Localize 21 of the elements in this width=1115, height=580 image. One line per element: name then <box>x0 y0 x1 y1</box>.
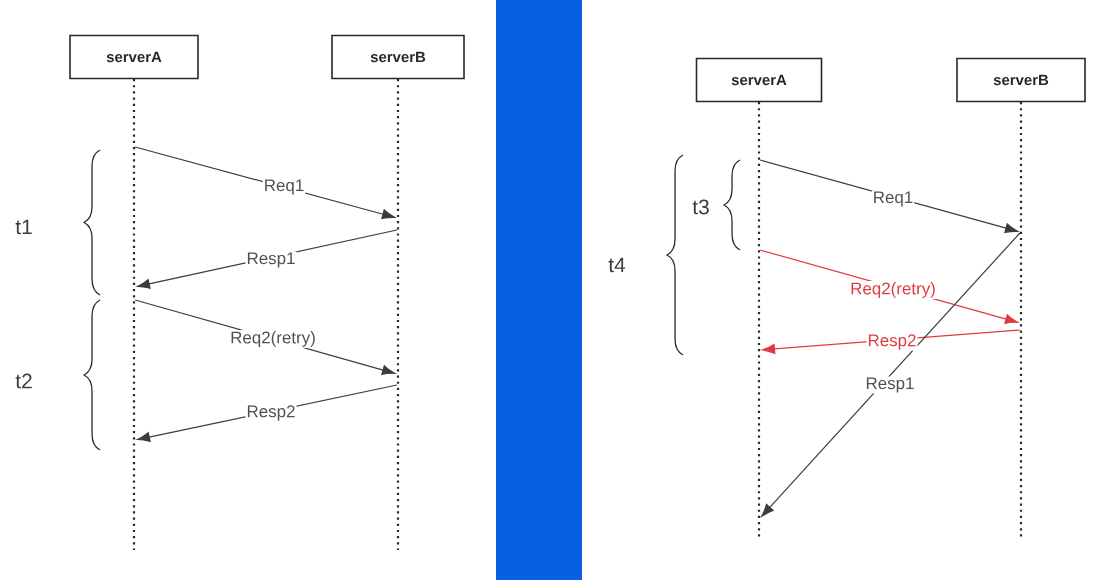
edge-label: Req1 <box>262 178 306 196</box>
duration-label: t4 <box>608 257 626 273</box>
edge-label: Resp1 <box>864 376 916 394</box>
duration-label: t2 <box>15 373 32 389</box>
lifeline <box>757 102 761 540</box>
edge-label: Req2(retry) <box>849 281 937 299</box>
edge-label: Resp2 <box>245 404 297 422</box>
edge-label: Req2(retry) <box>229 330 317 348</box>
participant-box: serverB <box>331 34 465 80</box>
duration-label: t1 <box>15 219 32 235</box>
lifeline <box>396 79 400 550</box>
participant-box: serverA <box>69 34 199 80</box>
participant-box: serverB <box>956 57 1086 103</box>
participant-box: serverA <box>695 57 823 103</box>
edge-label: Resp1 <box>245 251 297 269</box>
lifeline <box>1019 102 1023 540</box>
edge-label: Resp2 <box>866 333 918 351</box>
lifeline <box>132 79 136 550</box>
message-arrow <box>761 232 1021 517</box>
duration-label: t3 <box>692 199 709 215</box>
edge-label: Req1 <box>871 190 915 208</box>
